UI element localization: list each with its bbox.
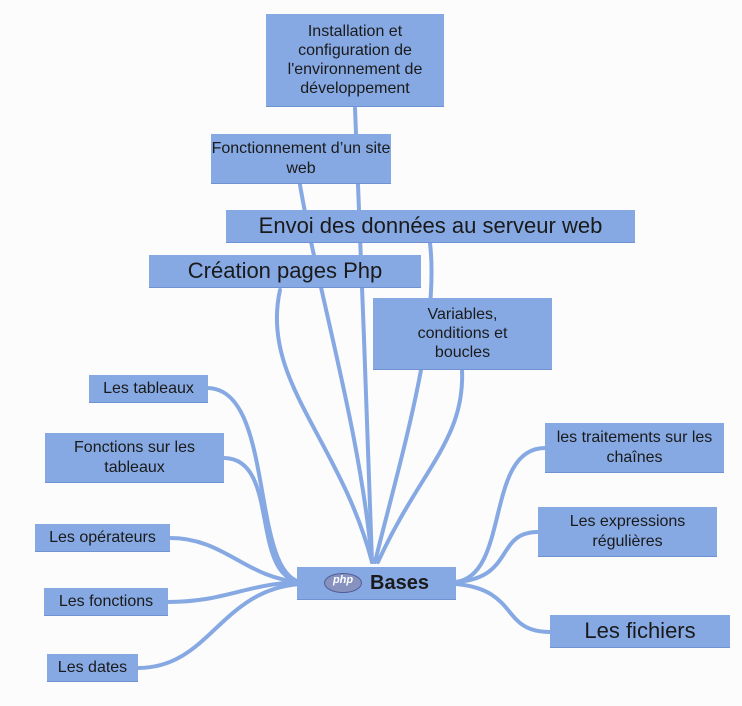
node-dates-label: Les dates xyxy=(57,658,128,676)
node-expressions-label: Les expressions régulières xyxy=(569,513,686,550)
link-tableaux xyxy=(206,386,302,584)
node-traitements-label: les traitements sur les chaînes xyxy=(556,429,713,466)
node-dates[interactable]: Les dates xyxy=(47,654,138,682)
link-variables xyxy=(376,368,465,564)
node-expressions[interactable]: Les expressions régulières xyxy=(538,507,717,557)
link-dates xyxy=(136,582,302,670)
node-installation-label: Installation et configuration de l'envir… xyxy=(287,22,423,98)
node-fichiers-label: Les fichiers xyxy=(584,617,696,643)
link-operateurs xyxy=(168,536,302,584)
php-logo-icon: php xyxy=(324,573,363,593)
node-fonctions-tableaux-label: Fonctions sur les tableaux xyxy=(74,439,195,476)
node-variables-label: Variables, conditions et boucles xyxy=(417,305,508,362)
node-fonctions[interactable]: Les fonctions xyxy=(44,588,168,616)
root-node-bases[interactable]: php Bases xyxy=(297,567,456,600)
node-creation-label: Création pages Php xyxy=(187,257,383,283)
node-fichiers[interactable]: Les fichiers xyxy=(550,615,730,648)
link-expressions xyxy=(454,530,540,584)
link-envoi xyxy=(373,241,434,564)
node-fonctionnement-label: Fonctionnement d’un site web xyxy=(211,140,391,177)
node-operateurs-label: Les opérateurs xyxy=(49,528,156,546)
node-fonctionnement[interactable]: Fonctionnement d’un site web xyxy=(211,134,391,184)
node-installation[interactable]: Installation et configuration de l'envir… xyxy=(266,14,444,107)
node-envoi[interactable]: Envoi des données au serveur web xyxy=(226,210,635,243)
node-tableaux-label: Les tableaux xyxy=(103,379,194,397)
node-fonctions-label: Les fonctions xyxy=(58,592,154,610)
link-traitements xyxy=(454,446,547,584)
node-traitements[interactable]: les traitements sur les chaînes xyxy=(545,423,724,473)
link-creation xyxy=(274,288,374,564)
link-fonctions-tableaux xyxy=(223,456,302,584)
root-label: Bases xyxy=(370,572,429,594)
node-fonctions-tableaux[interactable]: Fonctions sur les tableaux xyxy=(45,433,224,483)
link-fichiers xyxy=(454,582,552,634)
node-creation[interactable]: Création pages Php xyxy=(149,255,421,288)
node-variables[interactable]: Variables, conditions et boucles xyxy=(373,298,552,370)
node-envoi-label: Envoi des données au serveur web xyxy=(258,212,603,238)
node-tableaux[interactable]: Les tableaux xyxy=(89,375,208,403)
link-fonctions xyxy=(166,580,302,604)
node-operateurs[interactable]: Les opérateurs xyxy=(35,524,170,552)
